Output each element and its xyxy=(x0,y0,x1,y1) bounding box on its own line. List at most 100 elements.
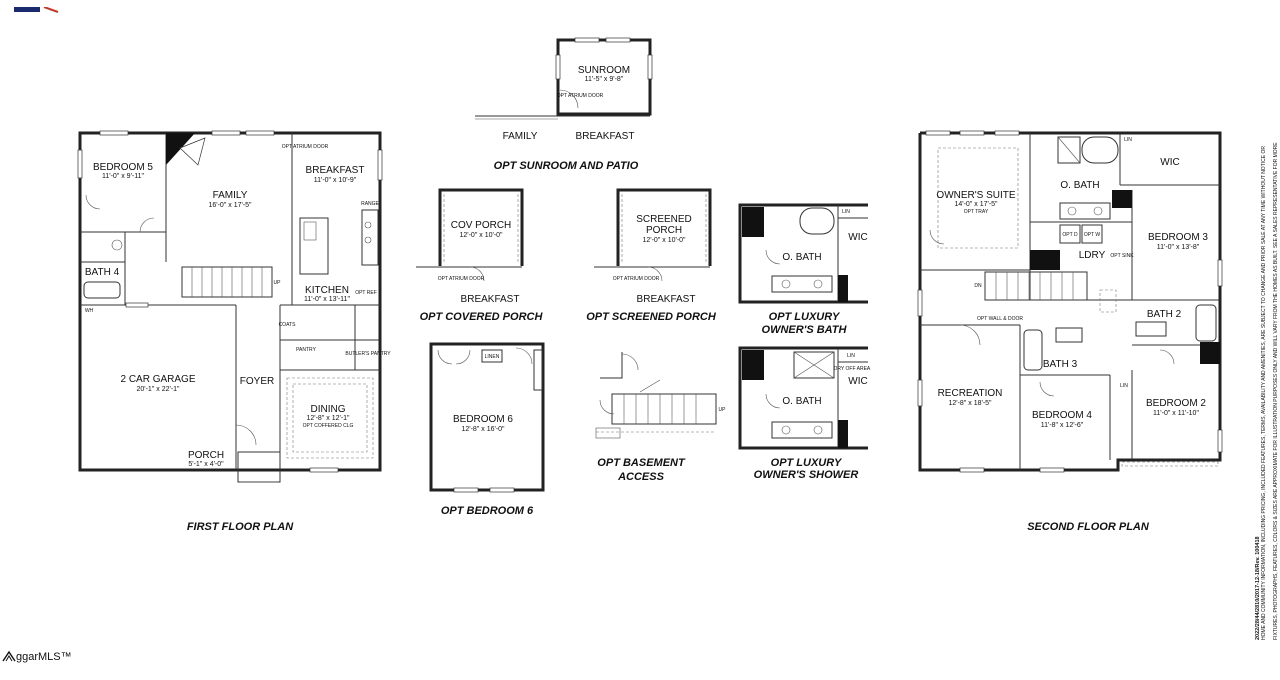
caption-luxury-shower-1: OPT LUXURY xyxy=(771,457,843,469)
lux-bath-wic-label: WIC xyxy=(848,232,867,243)
room-label-bedroom4: BEDROOM 4 xyxy=(1032,410,1092,421)
opt-screened-porch-plan: SCREENED PORCH 12'-0" x 10'-0" OPT ATRIU… xyxy=(586,188,717,323)
room-label-bath4: BATH 4 xyxy=(85,267,120,278)
house-icon xyxy=(2,650,16,662)
room-dims-bedroom6: 12'-8" x 16'-0" xyxy=(461,426,505,433)
room-dims-breakfast: 11'-0" x 10'-9" xyxy=(314,177,357,184)
disclaimer-sidebar: 2022/28/44/2810/2017-12-18/Rev. 100418 H… xyxy=(1252,0,1279,680)
room-label-cov-porch: COV PORCH xyxy=(451,220,512,231)
room-dims-bedroom4: 11'-8" x 12'-6" xyxy=(1041,422,1084,429)
floor-plan-sheet: BEDROOM 5 11'-0" x 9'-11" FAMILY 16'-0" … xyxy=(77,37,1223,533)
opt-covered-porch-plan: COV PORCH 12'-0" x 10'-0" OPT ATRIUM DOO… xyxy=(416,188,544,323)
water-heater-label: WH xyxy=(85,308,94,314)
mls-logo: ggarMLS™ xyxy=(2,650,72,663)
opt-sunroom-plan: SUNROOM 11'-5" x 9'-8" OPT ATRIUM DOOR F… xyxy=(475,37,653,172)
second-floor-obath-label: O. BATH xyxy=(1060,180,1099,191)
caption-basement-2: ACCESS xyxy=(617,471,665,483)
room-label-sunroom: SUNROOM xyxy=(578,65,630,76)
room-dims-bedroom2: 11'-0" x 11'-10" xyxy=(1153,410,1199,417)
lux-bath-lin-label: LIN xyxy=(842,209,850,215)
room-dims-sunroom: 11'-5" x 9'-8" xyxy=(585,76,624,83)
room-label-recreation: RECREATION xyxy=(938,388,1003,399)
room-label-bedroom2: BEDROOM 2 xyxy=(1146,398,1206,409)
second-floor-wic-label: WIC xyxy=(1160,157,1179,168)
disclaimer-line-2: FIXTURES, PHOTOGRAPHS, FEATURES, COLORS … xyxy=(1273,142,1279,640)
opt-ref-label: OPT REF xyxy=(355,290,377,296)
room-label-ldry: LDRY xyxy=(1079,250,1106,261)
room-label-bath2: BATH 2 xyxy=(1147,309,1182,320)
bedroom4-lin-label: LIN xyxy=(1120,383,1128,389)
sunroom-atrium-label: OPT ATRIUM DOOR xyxy=(557,93,604,99)
room-label-bath3: BATH 3 xyxy=(1043,359,1078,370)
cov-porch-atrium-label: OPT ATRIUM DOOR xyxy=(438,276,485,282)
caption-basement-1: OPT BASEMENT xyxy=(597,457,686,469)
room-dims-porch: 5'-1" x 4'-0" xyxy=(188,461,224,468)
caption-second-floor: SECOND FLOOR PLAN xyxy=(1027,521,1150,533)
room-dims-garage: 20'-1" x 22'-1" xyxy=(136,386,180,393)
room-dims-cov-porch: 12'-0" x 10'-0" xyxy=(459,232,503,239)
opt-luxury-bath-plan: LIN WIC O. BATH OPT LUXURY OWNER'S BATH xyxy=(738,203,868,336)
room-label-family: FAMILY xyxy=(213,190,248,201)
range-label: RANGE xyxy=(361,201,379,207)
caption-covered-porch: OPT COVERED PORCH xyxy=(420,311,544,323)
opt-washer-label: OPT W xyxy=(1084,232,1101,238)
room-label-bedroom5: BEDROOM 5 xyxy=(93,162,153,173)
room-dims-kitchen: 11'-0" x 13'-11" xyxy=(304,296,350,303)
room-label-kitchen: KITCHEN xyxy=(305,285,349,296)
mls-logo-text: ggarMLS™ xyxy=(16,651,72,663)
opt-wall-door-label: OPT WALL & DOOR xyxy=(977,316,1023,322)
lux-shower-wic-label: WIC xyxy=(848,376,867,387)
caption-bedroom6: OPT BEDROOM 6 xyxy=(441,505,534,517)
room-label-dining: DINING xyxy=(311,404,346,415)
caption-sunroom: OPT SUNROOM AND PATIO xyxy=(494,160,639,172)
caption-first-floor: FIRST FLOOR PLAN xyxy=(187,521,294,533)
flag-icon xyxy=(14,0,64,13)
screened-porch-atrium-label: OPT ATRIUM DOOR xyxy=(613,276,660,282)
caption-screened-porch: OPT SCREENED PORCH xyxy=(586,311,717,323)
lux-shower-dry-off-label: DRY OFF AREA xyxy=(834,366,871,372)
room-label-foyer: FOYER xyxy=(240,376,274,387)
stairs-up-label: UP xyxy=(274,280,282,286)
coats-label: COATS xyxy=(279,322,297,328)
lux-bath-obath-label: O. BATH xyxy=(782,252,821,263)
opt-bedroom6-plan: LINEN BEDROOM 6 12'-8" x 16'-0" OPT BEDR… xyxy=(429,342,545,517)
stairs-dn-label: DN xyxy=(974,283,982,289)
butlers-pantry-label: BUTLER'S PANTRY xyxy=(345,351,391,357)
dining-note: OPT COFFERED CLG xyxy=(303,423,354,429)
room-label-bedroom6: BEDROOM 6 xyxy=(453,414,513,425)
cov-porch-breakfast-label: BREAKFAST xyxy=(461,294,520,305)
room-dims-family: 16'-0" x 17'-5" xyxy=(208,202,252,209)
pantry-label: PANTRY xyxy=(296,347,316,353)
disclaimer-line-1: HOME AND COMMUNITY INFORMATION, INCLUDIN… xyxy=(1261,146,1267,640)
caption-luxury-bath-2: OWNER'S BATH xyxy=(762,324,848,336)
first-floor-plan: BEDROOM 5 11'-0" x 9'-11" FAMILY 16'-0" … xyxy=(77,130,391,533)
second-floor-lin-label: LIN xyxy=(1124,137,1132,143)
second-floor-plan: OWNER'S SUITE 14'-0" x 17'-5" OPT TRAY L… xyxy=(917,130,1223,533)
room-dims-bedroom5: 11'-0" x 9'-11" xyxy=(102,173,145,180)
atrium-door-label: OPT ATRIUM DOOR xyxy=(282,144,329,150)
caption-luxury-shower-2: OWNER'S SHOWER xyxy=(754,469,859,481)
basement-up-label: UP xyxy=(719,407,727,413)
sunroom-family-label: FAMILY xyxy=(503,131,538,142)
room-label-screened-porch: SCREENED xyxy=(636,214,692,225)
owners-suite-note: OPT TRAY xyxy=(964,209,989,215)
caption-luxury-bath-1: OPT LUXURY xyxy=(769,311,841,323)
opt-sink-label: OPT SINK xyxy=(1110,253,1134,259)
lux-shower-lin-label: LIN xyxy=(847,353,855,359)
room-dims-dining: 12'-8" x 12'-1" xyxy=(306,415,350,422)
room-label-porch: PORCH xyxy=(188,450,224,461)
room-dims-screened-porch: 12'-0" x 10'-0" xyxy=(642,237,686,244)
room-label-bedroom3: BEDROOM 3 xyxy=(1148,232,1208,243)
room-dims-recreation: 12'-8" x 18'-5" xyxy=(948,400,992,407)
bedroom6-linen-label: LINEN xyxy=(485,354,500,360)
opt-basement-plan: UP OPT BASEMENT ACCESS xyxy=(595,352,727,483)
room-dims-bedroom3: 11'-0" x 13'-8" xyxy=(1157,244,1200,251)
lux-shower-obath-label: O. BATH xyxy=(782,396,821,407)
room-label-owners-suite: OWNER'S SUITE xyxy=(936,190,1015,201)
sunroom-breakfast-label: BREAKFAST xyxy=(576,131,635,142)
opt-luxury-shower-plan: LIN DRY OFF AREA WIC O. BATH OPT LUXURY … xyxy=(738,346,871,481)
room-dims-owners-suite: 14'-0" x 17'-5" xyxy=(954,201,998,208)
room-label-breakfast: BREAKFAST xyxy=(306,165,365,176)
room-label-garage: 2 CAR GARAGE xyxy=(120,374,195,385)
room-label-screened-porch-2: PORCH xyxy=(646,225,682,236)
